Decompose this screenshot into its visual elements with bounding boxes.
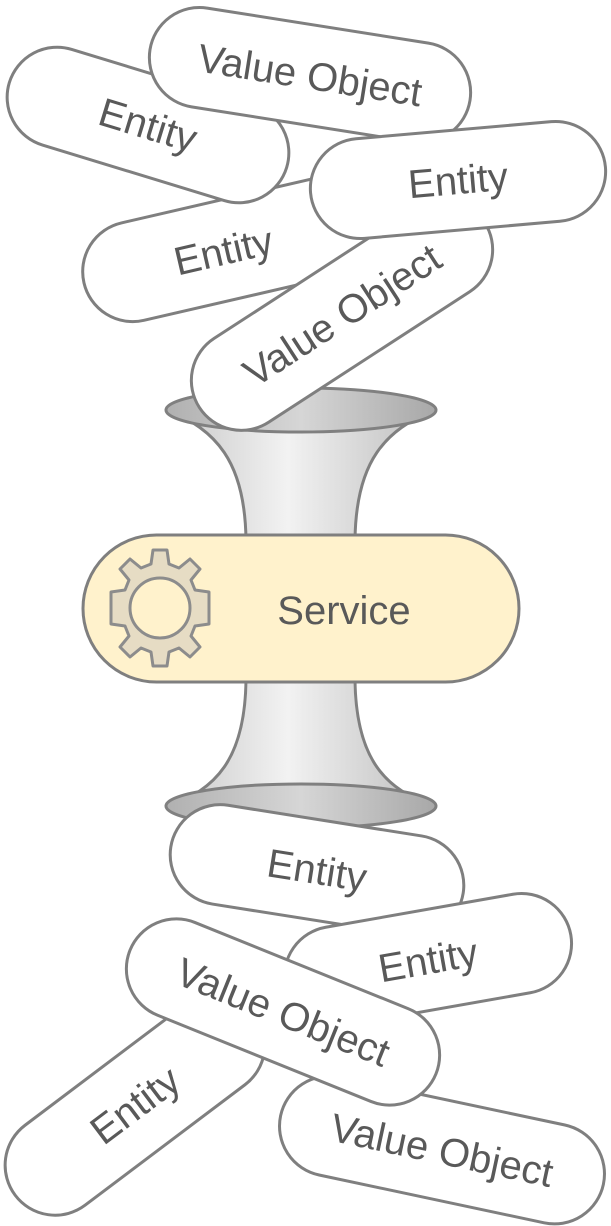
bottom-pill-value-object-bottom: Value Object [278, 1074, 606, 1226]
bottom-pill-entity-top: Entity [168, 803, 466, 937]
top-pill-entity-right: Entity [308, 119, 608, 241]
service-label: Service [277, 589, 410, 633]
top-pill-value-object-diagonal: Value Object [189, 198, 495, 432]
gear-icon [109, 548, 211, 668]
pill-label: Entity [406, 155, 510, 208]
bottom-pill-entity-left: Entity [3, 993, 267, 1217]
top-pill-entity-upper: Entity [5, 45, 291, 205]
service-pill: Service [81, 533, 521, 684]
top-pill-entity-lower: Entity [81, 172, 389, 324]
